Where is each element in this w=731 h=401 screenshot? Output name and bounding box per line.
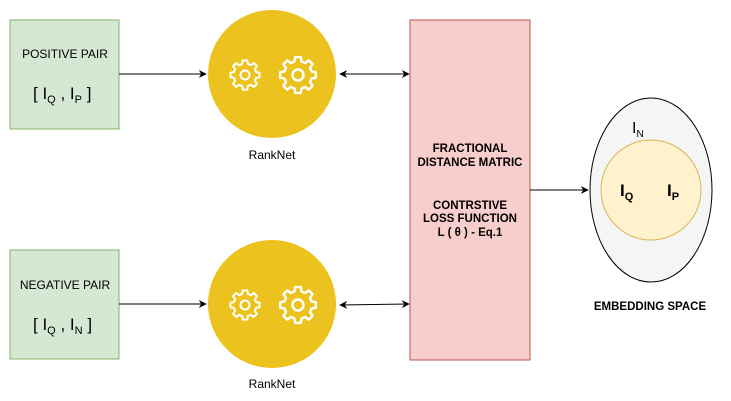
ranknet-bottom-node: RankNet (208, 240, 336, 391)
loss-function-box: FRACTIONAL DISTANCE MATRIC CONTRSTIVE LO… (409, 19, 531, 361)
arrow-ranknet-bottom-to-loss (339, 300, 410, 309)
negative-pair-expression: [ IQ , IN ] (33, 315, 92, 337)
ranknet-top-label: RankNet (249, 148, 296, 162)
loss-line-2: DISTANCE MATRIC (418, 157, 523, 169)
embedding-negative-label: IN (632, 120, 644, 140)
negative-pair-box: NEGATIVE PAIR [ IQ , IN ] (9, 249, 120, 360)
embedding-positive-label: IP (667, 181, 679, 203)
ranknet-top-node: RankNet (208, 10, 336, 162)
ranknet-bottom-label: RankNet (249, 377, 296, 391)
loss-line-3: CONTRSTIVE (433, 200, 507, 212)
positive-pair-expression: [ IQ , IP ] (33, 84, 91, 106)
embedding-caption: EMBEDDING SPACE (594, 301, 707, 313)
embedding-space: IN IQ IP EMBEDDING SPACE (589, 97, 713, 313)
embedding-query-label: IQ (620, 181, 634, 203)
negative-pair-title: NEGATIVE PAIR (20, 278, 111, 292)
loss-line-1: FRACTIONAL (433, 143, 508, 155)
loss-line-4: LOSS FUNCTION (423, 213, 517, 225)
positive-pair-box: POSITIVE PAIR [ IQ , IP ] (9, 19, 120, 130)
loss-line-5: L ( θ ) - Eq.1 (438, 227, 503, 239)
embedding-inner-circle (600, 139, 702, 241)
positive-pair-title: POSITIVE PAIR (22, 47, 108, 61)
